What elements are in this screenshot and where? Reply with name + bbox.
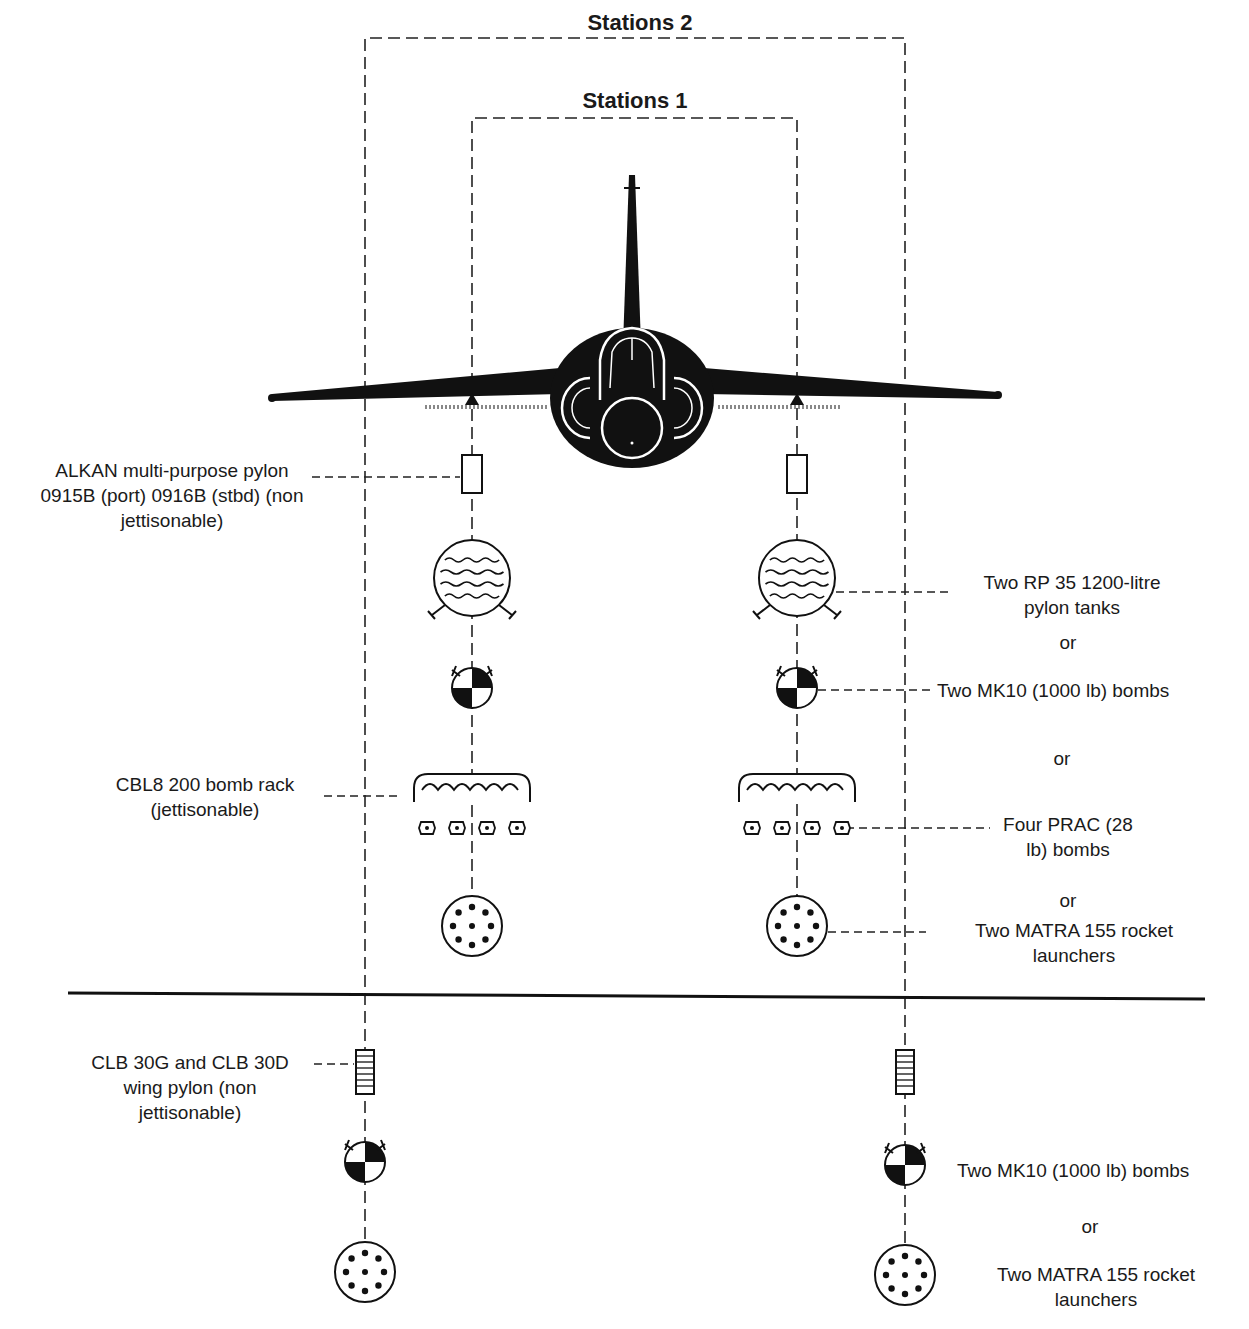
- store-callout: Two RP 35 1200-litre pylon tanks: [956, 570, 1188, 620]
- rack-callout: CBL8 200 bomb rack (jettisonable): [93, 772, 317, 822]
- or-note: or: [1048, 630, 1088, 655]
- pylon-callout: CLB 30G and CLB 30D wing pylon (non jett…: [70, 1050, 310, 1125]
- store-callout: Two MATRA 155 rocket launchers: [932, 918, 1216, 968]
- store-callout: Two MATRA 155 rocket launchers: [968, 1262, 1224, 1312]
- store-callout: Four PRAC (28 lb) bombs: [996, 812, 1140, 862]
- or-note: or: [1042, 746, 1082, 771]
- station-heading: Stations 2: [584, 8, 695, 37]
- station-heading: Stations 1: [579, 86, 690, 115]
- or-note: or: [1070, 1214, 1110, 1239]
- store-callout: Two MK10 (1000 lb) bombs: [934, 678, 1172, 703]
- or-note: or: [1048, 888, 1088, 913]
- store-callout: Two MK10 (1000 lb) bombs: [954, 1158, 1192, 1183]
- pylon-callout: ALKAN multi-purpose pylon 0915B (port) 0…: [34, 458, 310, 533]
